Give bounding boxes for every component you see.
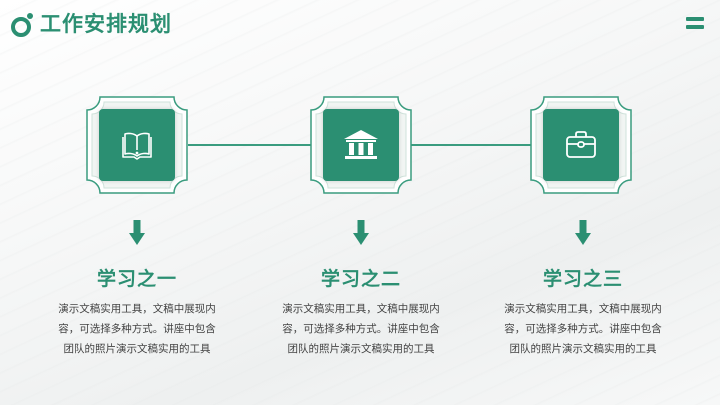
icon-tile <box>99 109 175 181</box>
step-title-2: 学习之二 <box>320 268 401 290</box>
step-node-1 <box>86 96 188 194</box>
hamburger-menu-icon[interactable] <box>686 17 704 30</box>
step-description-3: 演示文稿实用工具，文稿中展现内 容，可选择多种方式。讲座中包含 团队的照片演示文… <box>504 303 662 355</box>
bank-icon <box>344 130 378 159</box>
step-node-2 <box>310 96 412 194</box>
arrow-down-icon <box>353 220 369 245</box>
icon-tile <box>543 109 619 181</box>
step-title-3: 学习之三 <box>542 268 623 290</box>
icon-tile <box>323 109 399 181</box>
page-title: 工作安排规划 <box>40 12 172 36</box>
connector-line <box>410 144 534 146</box>
book-icon <box>122 132 152 160</box>
header: 工作安排规划 <box>10 8 172 38</box>
connector-line <box>188 144 314 146</box>
step-node-3 <box>530 96 632 194</box>
arrow-down-icon <box>129 220 145 245</box>
step-description-1: 演示文稿实用工具，文稿中展现内 容，可选择多种方式。讲座中包含 团队的照片演示文… <box>58 303 216 355</box>
arrow-down-icon <box>575 220 591 245</box>
circle-dot-logo-icon <box>10 12 33 37</box>
briefcase-icon <box>566 131 596 158</box>
step-description-2: 演示文稿实用工具，文稿中展现内 容，可选择多种方式。讲座中包含 团队的照片演示文… <box>282 303 440 355</box>
step-title-1: 学习之一 <box>96 268 177 290</box>
